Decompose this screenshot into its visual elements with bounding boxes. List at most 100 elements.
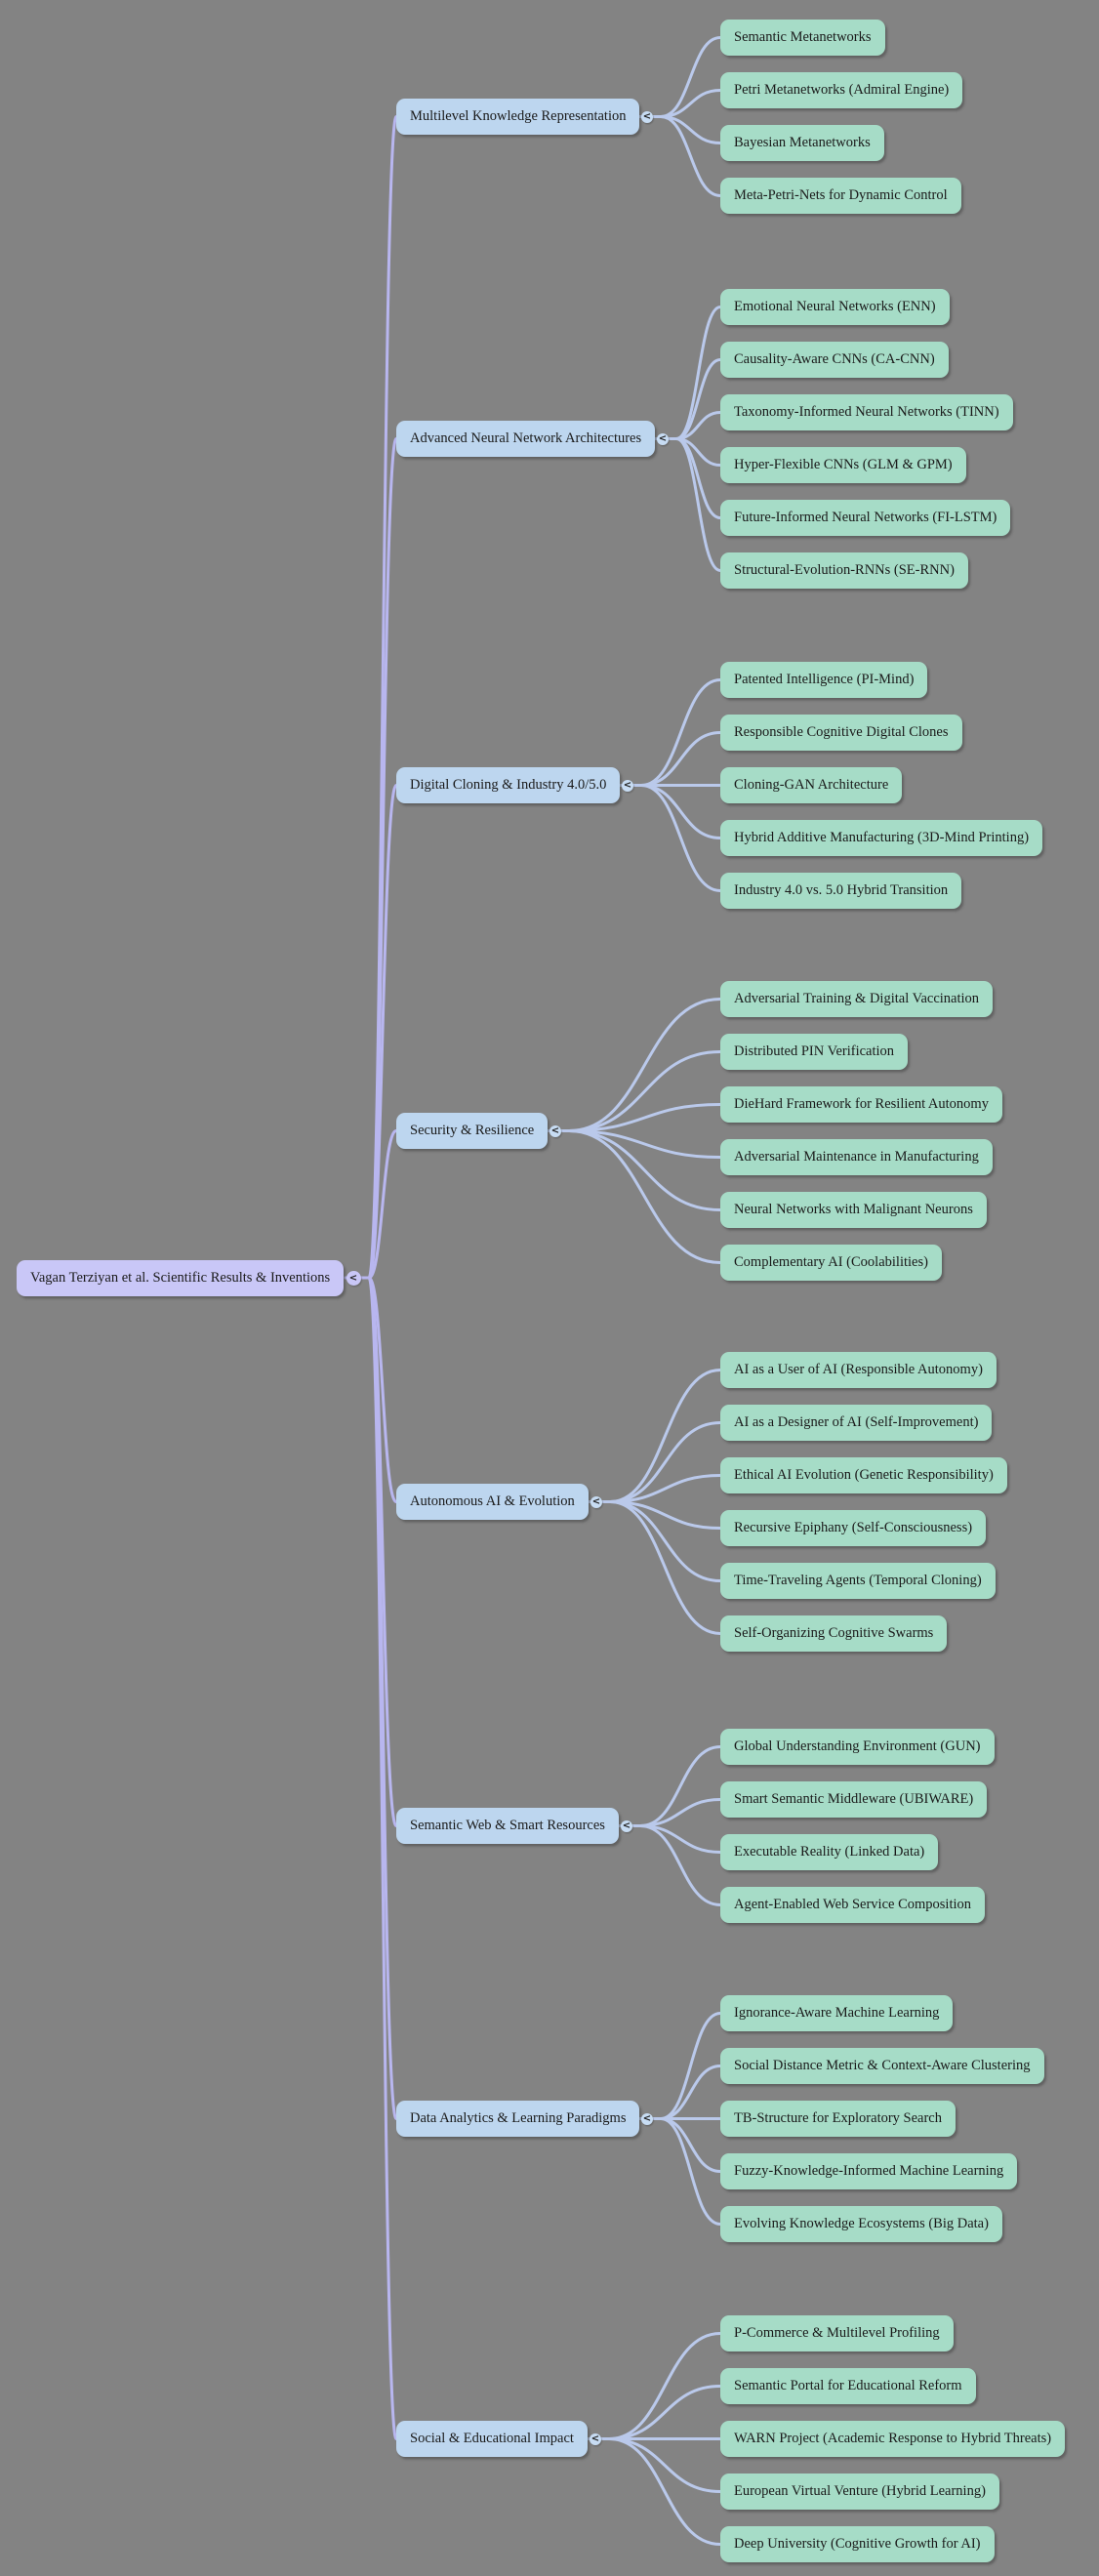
topic-node[interactable]: Hybrid Additive Manufacturing (3D-Mind P… <box>720 820 1043 856</box>
topic-node[interactable]: Meta-Petri-Nets for Dynamic Control <box>720 178 961 214</box>
node-label: Responsible Cognitive Digital Clones <box>734 724 949 740</box>
collapse-toggle[interactable]: < <box>590 1495 602 1508</box>
link <box>615 1824 722 1906</box>
topic-node[interactable]: Semantic Metanetworks <box>720 20 885 56</box>
topic-node[interactable]: P-Commerce & Multilevel Profiling <box>720 2315 954 2351</box>
collapse-toggle[interactable]: < <box>641 110 653 123</box>
branch-node-1[interactable]: Advanced Neural Network Architectures <box>396 421 656 457</box>
node-label: Fuzzy-Knowledge-Informed Machine Learnin… <box>734 2163 1004 2179</box>
link <box>615 1824 722 1854</box>
node-label: Complementary AI (Coolabilities) <box>734 1254 928 1270</box>
topic-node[interactable]: Time-Traveling Agents (Temporal Cloning) <box>720 1563 996 1599</box>
branch-node-5[interactable]: Semantic Web & Smart Resources <box>396 1808 619 1844</box>
link <box>585 1369 722 1503</box>
topic-node[interactable]: Evolving Knowledge Ecosystems (Big Data) <box>720 2206 1002 2242</box>
link <box>344 1276 398 1503</box>
topic-node[interactable]: Agent-Enabled Web Service Composition <box>720 1887 986 1923</box>
topic-node[interactable]: Distributed PIN Verification <box>720 1034 909 1070</box>
node-label: Social & Educational Impact <box>410 2431 574 2446</box>
node-label: Emotional Neural Networks (ENN) <box>734 299 936 314</box>
collapse-toggle[interactable]: < <box>622 779 633 792</box>
topic-node[interactable]: Industry 4.0 vs. 5.0 Hybrid Transition <box>720 873 962 909</box>
topic-node[interactable]: Ethical AI Evolution (Genetic Responsibi… <box>720 1457 1007 1493</box>
topic-node[interactable]: Fuzzy-Knowledge-Informed Machine Learnin… <box>720 2153 1018 2189</box>
branch-node-0[interactable]: Multilevel Knowledge Representation <box>396 99 640 135</box>
node-label: European Virtual Venture (Hybrid Learnin… <box>734 2483 986 2499</box>
topic-node[interactable]: DieHard Framework for Resilient Autonomy <box>720 1086 1002 1123</box>
topic-node[interactable]: Deep University (Cognitive Growth for AI… <box>720 2526 995 2562</box>
topic-node[interactable]: Complementary AI (Coolabilities) <box>720 1245 942 1281</box>
topic-node[interactable]: Taxonomy-Informed Neural Networks (TINN) <box>720 394 1013 430</box>
link <box>344 115 398 1280</box>
branch-node-4[interactable]: Autonomous AI & Evolution <box>396 1484 589 1520</box>
node-label: Security & Resilience <box>410 1123 535 1138</box>
branch-node-7[interactable]: Social & Educational Impact <box>396 2421 588 2457</box>
topic-node[interactable]: Hyper-Flexible CNNs (GLM & GPM) <box>720 447 966 483</box>
topic-node[interactable]: TB-Structure for Exploratory Search <box>720 2101 956 2137</box>
node-label: DieHard Framework for Resilient Autonomy <box>734 1096 989 1112</box>
topic-node[interactable]: Semantic Portal for Educational Reform <box>720 2368 976 2404</box>
collapse-toggle[interactable]: < <box>641 2112 653 2125</box>
link <box>616 678 722 787</box>
topic-node[interactable]: Structural-Evolution-RNNs (SE-RNN) <box>720 552 968 589</box>
topic-node[interactable]: Adversarial Training & Digital Vaccinati… <box>720 981 994 1017</box>
collapse-toggle[interactable]: < <box>590 2433 601 2445</box>
node-label: Semantic Metanetworks <box>734 29 872 45</box>
node-label: Executable Reality (Linked Data) <box>734 1844 925 1860</box>
topic-node[interactable]: Bayesian Metanetworks <box>720 125 884 161</box>
topic-node[interactable]: Social Distance Metric & Context-Aware C… <box>720 2048 1044 2084</box>
node-label: Semantic Portal for Educational Reform <box>734 2378 962 2393</box>
topic-node[interactable]: Causality-Aware CNNs (CA-CNN) <box>720 342 949 378</box>
link <box>544 1050 722 1132</box>
topic-node[interactable]: WARN Project (Academic Response to Hybri… <box>720 2421 1066 2457</box>
link <box>544 1129 722 1159</box>
topic-node[interactable]: Ignorance-Aware Machine Learning <box>720 1995 954 2031</box>
topic-node[interactable]: Neural Networks with Malignant Neurons <box>720 1192 987 1228</box>
topic-node[interactable]: Patented Intelligence (PI-Mind) <box>720 662 928 698</box>
collapse-toggle[interactable]: < <box>550 1124 561 1137</box>
node-label: Social Distance Metric & Context-Aware C… <box>734 2058 1031 2073</box>
node-label: Adversarial Training & Digital Vaccinati… <box>734 991 980 1006</box>
collapse-toggle[interactable]: < <box>346 1270 361 1286</box>
topic-node[interactable]: Emotional Neural Networks (ENN) <box>720 289 950 325</box>
node-label: Data Analytics & Learning Paradigms <box>410 2110 627 2126</box>
branch-node-3[interactable]: Security & Resilience <box>396 1113 549 1149</box>
topic-node[interactable]: Global Understanding Environment (GUN) <box>720 1729 995 1765</box>
topic-node[interactable]: Recursive Epiphany (Self-Consciousness) <box>720 1510 987 1546</box>
link <box>544 998 722 1132</box>
collapse-toggle[interactable]: < <box>657 432 669 445</box>
link <box>615 1798 722 1827</box>
node-label: Global Understanding Environment (GUN) <box>734 1738 981 1754</box>
branch-node-2[interactable]: Digital Cloning & Industry 4.0/5.0 <box>396 767 621 803</box>
collapse-toggle[interactable]: < <box>621 1820 632 1832</box>
node-label: Cloning-GAN Architecture <box>734 777 889 793</box>
topic-node[interactable]: Executable Reality (Linked Data) <box>720 1834 939 1870</box>
link <box>344 1129 398 1280</box>
topic-node[interactable]: Petri Metanetworks (Admiral Engine) <box>720 72 963 108</box>
link <box>635 2117 722 2173</box>
topic-node[interactable]: Cloning-GAN Architecture <box>720 767 903 803</box>
topic-node[interactable]: European Virtual Venture (Hybrid Learnin… <box>720 2474 999 2510</box>
node-label: Time-Traveling Agents (Temporal Cloning) <box>734 1573 982 1588</box>
node-label: Adversarial Maintenance in Manufacturing <box>734 1149 979 1165</box>
root-node[interactable]: Vagan Terziyan et al. Scientific Results… <box>17 1259 345 1296</box>
node-label: Multilevel Knowledge Representation <box>410 108 627 124</box>
link <box>635 2012 722 2120</box>
branch-node-6[interactable]: Data Analytics & Learning Paradigms <box>396 2101 640 2137</box>
node-label: Hybrid Additive Manufacturing (3D-Mind P… <box>734 830 1030 845</box>
topic-node[interactable]: Responsible Cognitive Digital Clones <box>720 715 962 751</box>
node-label: Future-Informed Neural Networks (FI-LSTM… <box>734 510 997 525</box>
topic-node[interactable]: Adversarial Maintenance in Manufacturing <box>720 1139 993 1175</box>
topic-node[interactable]: AI as a User of AI (Responsible Autonomy… <box>720 1352 997 1388</box>
topic-node[interactable]: Self-Organizing Cognitive Swarms <box>720 1615 948 1652</box>
node-label: Ignorance-Aware Machine Learning <box>734 2005 940 2021</box>
topic-node[interactable]: AI as a Designer of AI (Self-Improvement… <box>720 1405 993 1441</box>
node-label: Causality-Aware CNNs (CA-CNN) <box>734 351 935 367</box>
topic-node[interactable]: Smart Semantic Middleware (UBIWARE) <box>720 1781 988 1818</box>
node-label: Neural Networks with Malignant Neurons <box>734 1202 973 1217</box>
node-label: Distributed PIN Verification <box>734 1043 895 1059</box>
node-label: Recursive Epiphany (Self-Consciousness) <box>734 1520 973 1535</box>
topic-node[interactable]: Future-Informed Neural Networks (FI-LSTM… <box>720 500 1011 536</box>
